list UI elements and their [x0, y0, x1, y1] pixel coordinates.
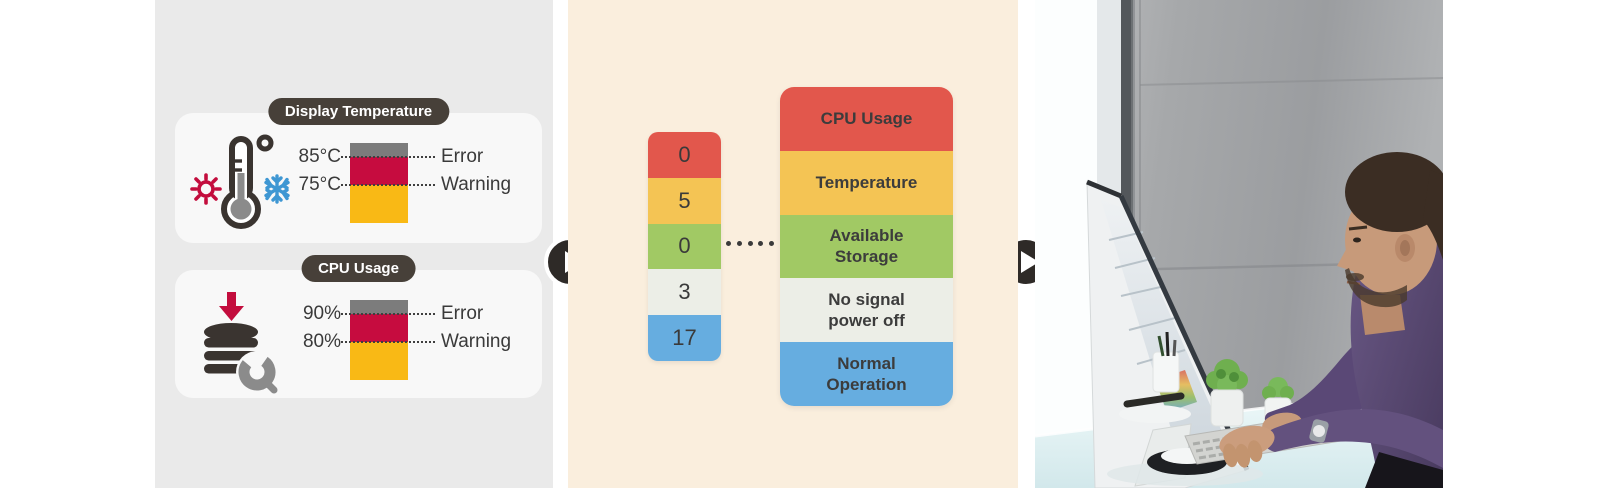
threshold-bar	[350, 143, 408, 223]
dotted-leader-line	[341, 184, 435, 186]
thermometer-hot-cold-icon	[189, 133, 291, 233]
card-badge: Display Temperature	[267, 98, 450, 125]
status-label: No signal power off	[780, 278, 953, 343]
display-temperature-card: Display Temperature	[175, 98, 542, 243]
plant-icon	[1206, 359, 1248, 427]
lower-threshold-label: Warning	[441, 331, 512, 352]
status-count: 3	[648, 269, 721, 316]
desk-items	[1119, 331, 1294, 429]
status-count: 0	[648, 223, 721, 270]
bar-warning-segment	[350, 157, 408, 185]
dotted-leader-line	[341, 156, 435, 158]
status-panel: 0 5 0 3 17 CPU Usage Temperature Availab…	[568, 0, 1018, 488]
status-label-column: CPU Usage Temperature Available Storage …	[780, 87, 953, 406]
lower-threshold-value: 80%	[302, 331, 341, 352]
dotted-leader-line	[341, 313, 435, 315]
upper-threshold-value: 90%	[302, 303, 341, 324]
upper-threshold-label: Error	[441, 303, 484, 324]
status-count-column: 0 5 0 3 17	[648, 132, 721, 361]
storage-usage-icon	[189, 290, 291, 394]
dotted-connector-icon	[726, 241, 774, 246]
bar-normal-segment	[350, 342, 408, 380]
bar-normal-segment	[350, 185, 408, 223]
status-label: Temperature	[780, 150, 953, 215]
status-label: Available Storage	[780, 214, 953, 279]
status-count: 17	[648, 315, 721, 361]
upper-threshold-value: 85°C	[298, 146, 341, 167]
play-icon	[1021, 251, 1039, 273]
lower-threshold-value: 75°C	[298, 174, 341, 195]
bar-error-segment	[350, 143, 408, 157]
status-label: CPU Usage	[780, 87, 953, 151]
threshold-panel: Display Temperature	[155, 0, 553, 488]
card-badge: CPU Usage	[301, 255, 416, 282]
person	[1219, 152, 1443, 488]
bar-error-segment	[350, 300, 408, 314]
threshold-bar	[350, 300, 408, 380]
status-label: Normal Operation	[780, 342, 953, 406]
bar-warning-segment	[350, 314, 408, 342]
man-working-at-desk-photo	[1035, 0, 1443, 488]
status-count: 0	[648, 132, 721, 178]
dotted-leader-line	[341, 341, 435, 343]
status-count: 5	[648, 177, 721, 224]
lower-threshold-label: Warning	[441, 174, 512, 195]
cpu-usage-card: CPU Usage	[175, 255, 542, 398]
upper-threshold-label: Error	[441, 146, 484, 167]
